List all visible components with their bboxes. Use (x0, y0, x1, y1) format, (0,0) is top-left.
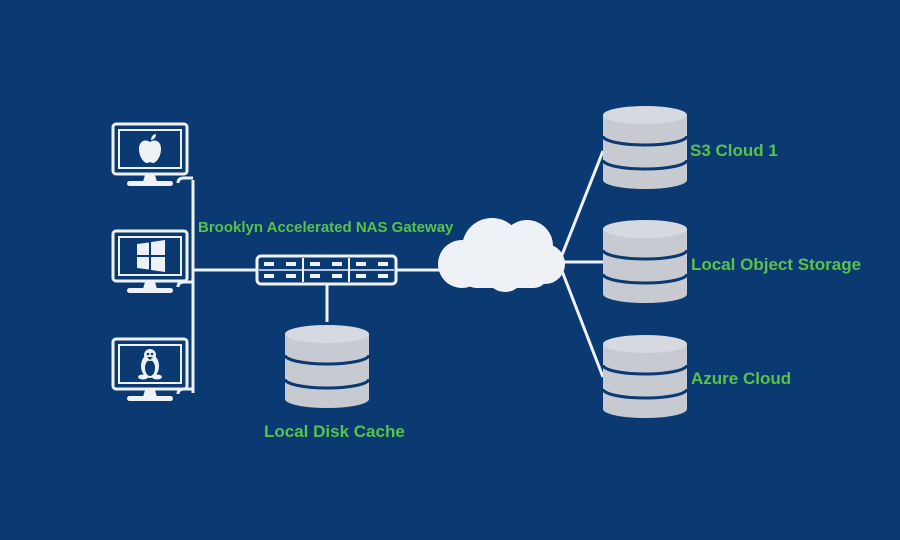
gateway-label: Brooklyn Accelerated NAS Gateway (198, 219, 454, 236)
local-disk-cache-icon (283, 323, 371, 410)
local-object-storage-icon (601, 218, 689, 305)
cloud-icon (438, 218, 565, 292)
linux-penguin-icon (138, 349, 162, 380)
linux-client (111, 337, 189, 403)
azure-cloud-storage-icon (601, 333, 689, 420)
apple-logo-icon (139, 134, 161, 163)
client-bus (176, 150, 605, 395)
windows-logo-icon (137, 240, 165, 272)
mac-client (111, 122, 189, 188)
s3-cloud-storage-icon (601, 104, 689, 191)
nas-gateway-rack-icon (255, 254, 398, 286)
local-disk-cache-label: Local Disk Cache (264, 422, 405, 441)
local-object-storage-label: Local Object Storage (691, 255, 862, 274)
azure-cloud-label: Azure Cloud (691, 369, 792, 388)
windows-client (111, 229, 189, 295)
s3-cloud-label: S3 Cloud 1 (690, 141, 778, 160)
